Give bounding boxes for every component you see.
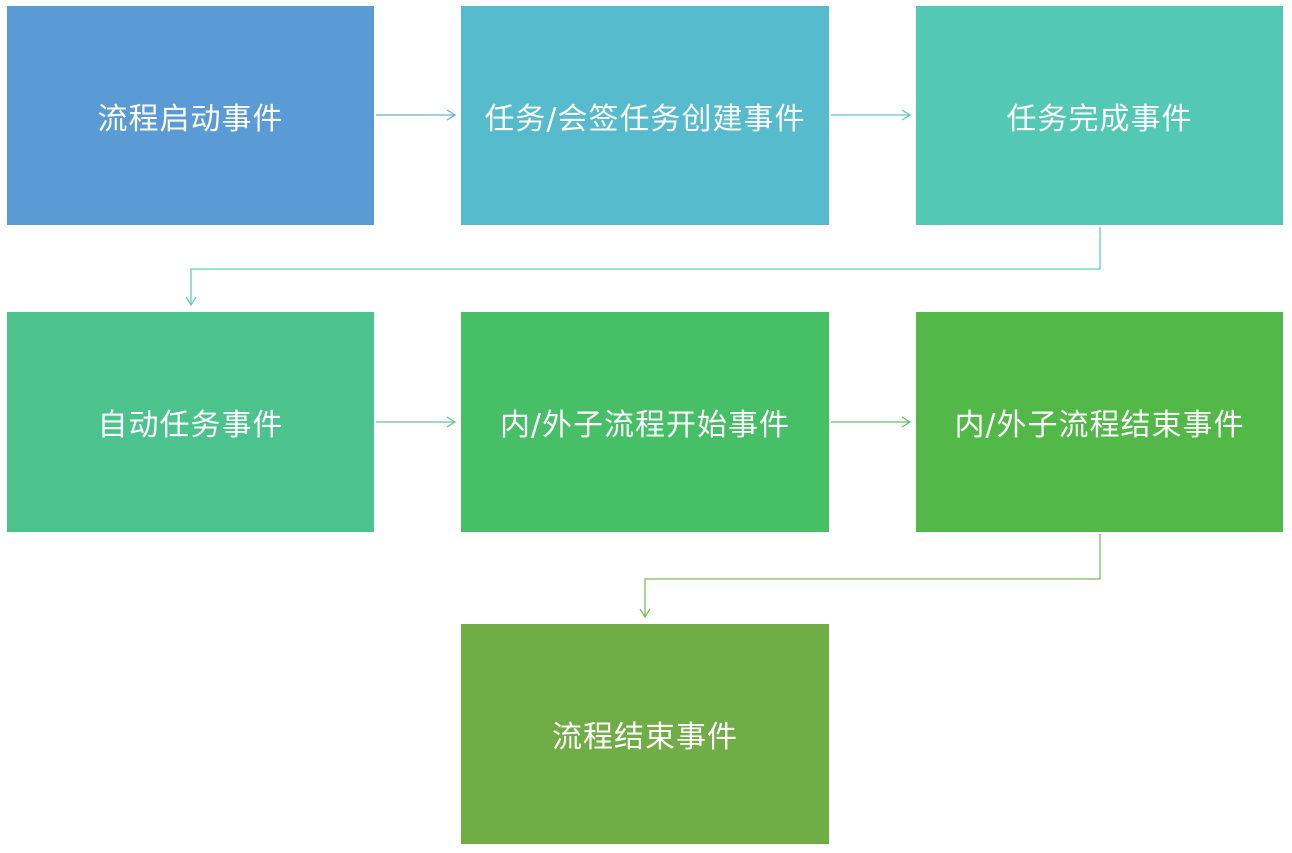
arrow-head-icon	[446, 416, 457, 428]
node-label: 自动任务事件	[97, 408, 284, 443]
node-subprocess-end: 内/外子流程结束事件	[916, 312, 1283, 532]
node-label: 内/外子流程开始事件	[499, 408, 791, 443]
node-task-complete: 任务完成事件	[916, 6, 1283, 225]
node-label: 流程结束事件	[552, 720, 738, 755]
node-process-end: 流程结束事件	[461, 624, 829, 844]
node-subprocess-start: 内/外子流程开始事件	[461, 312, 829, 532]
edge-task-create-to-task-complete	[831, 109, 912, 121]
edge-line	[644, 534, 1101, 617]
arrow-head-icon	[639, 608, 651, 619]
arrow-head-icon	[446, 109, 457, 121]
node-auto-task: 自动任务事件	[7, 312, 374, 532]
arrow-head-icon	[185, 296, 197, 307]
arrow-head-icon	[901, 416, 912, 428]
edge-subprocess-end-to-process-end	[639, 534, 1101, 619]
edge-start-to-task-create	[376, 109, 457, 121]
node-task-create: 任务/会签任务创建事件	[461, 6, 829, 225]
node-label: 流程启动事件	[97, 101, 284, 137]
edge-task-complete-to-auto-task	[185, 227, 1101, 307]
arrow-head-icon	[901, 109, 912, 121]
node-process-start: 流程启动事件	[7, 6, 374, 225]
node-label: 任务完成事件	[1006, 101, 1193, 137]
edge-line	[190, 227, 1101, 305]
edge-auto-task-to-subprocess-start	[376, 416, 457, 428]
node-label: 内/外子流程结束事件	[954, 408, 1245, 443]
node-label: 任务/会签任务创建事件	[484, 101, 806, 137]
edge-subprocess-start-to-subprocess-end	[831, 416, 912, 428]
